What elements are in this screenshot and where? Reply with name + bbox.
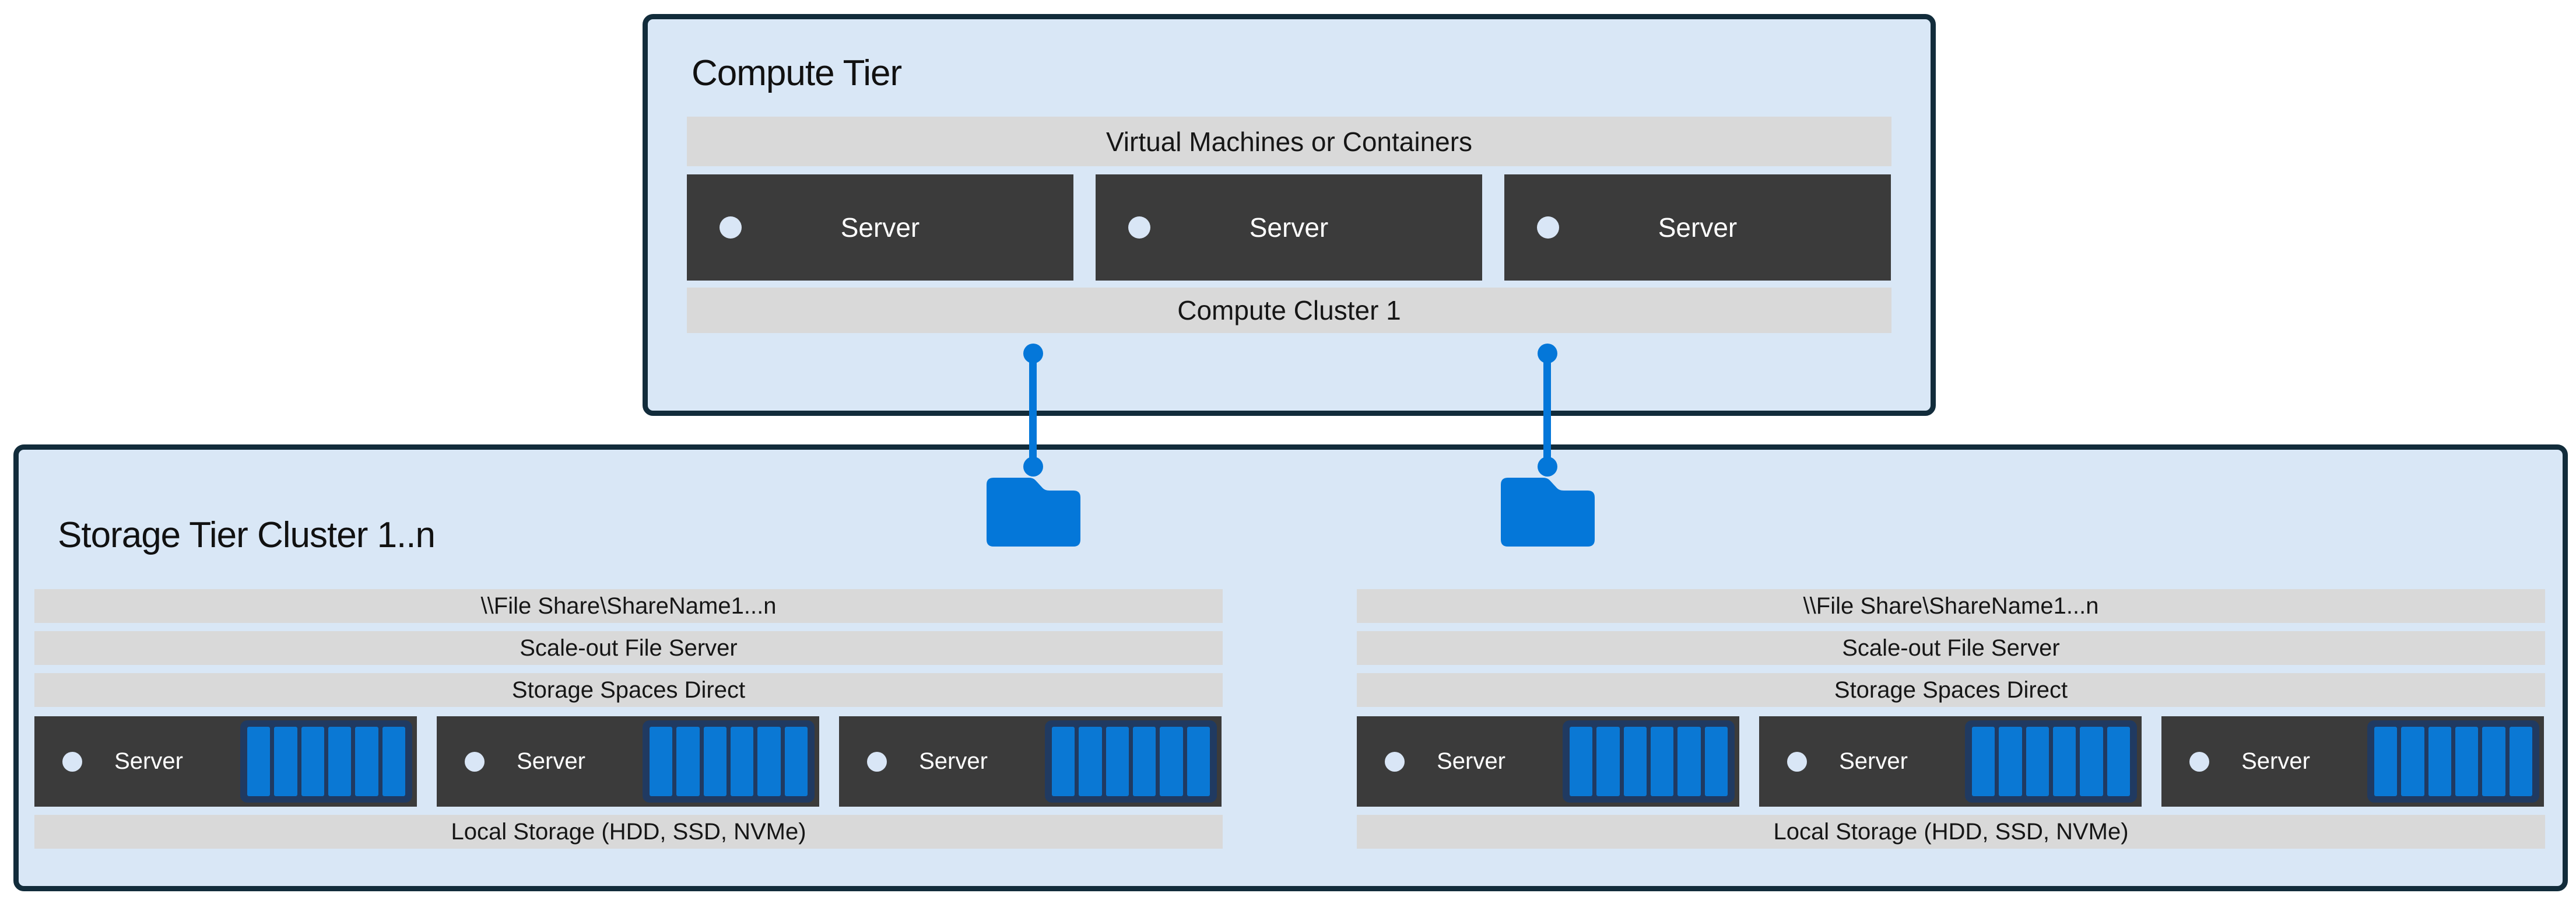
disk-bar <box>650 727 673 796</box>
server-label: Server <box>1658 212 1738 243</box>
storage-spaces-direct-bar: Storage Spaces Direct <box>34 673 1223 707</box>
disk-bar <box>784 727 808 796</box>
server-label: Server <box>840 212 920 243</box>
disk-bar <box>2107 727 2130 796</box>
storage-server-node: Server <box>839 716 1222 807</box>
server-power-led-icon <box>1128 216 1150 239</box>
file-share-bar: \\File Share\ShareName1...n <box>34 589 1223 623</box>
disk-bar <box>2455 727 2479 796</box>
storage-cluster-group: \\File Share\ShareName1...n Scale-out Fi… <box>1357 450 2545 886</box>
local-storage-bar: Local Storage (HDD, SSD, NVMe) <box>34 815 1223 849</box>
disk-bar <box>1132 727 1156 796</box>
disk-bar <box>703 727 727 796</box>
server-power-led-icon <box>1787 751 1807 772</box>
disk-array-icon <box>643 720 815 803</box>
disk-bar <box>2374 727 2398 796</box>
folder-icon <box>987 478 1080 547</box>
file-share-bar: \\File Share\ShareName1...n <box>1357 589 2545 623</box>
disk-bar <box>301 727 324 796</box>
compute-cluster-bar: Compute Cluster 1 <box>687 288 1891 333</box>
server-power-led-icon <box>2189 751 2209 772</box>
disk-bar <box>2401 727 2424 796</box>
compute-tier-title: Compute Tier <box>692 53 902 93</box>
storage-server-node: Server <box>437 716 819 807</box>
scale-out-file-server-bar: Scale-out File Server <box>1357 631 2545 665</box>
disk-bar <box>2080 727 2103 796</box>
storage-tier-title: Storage Tier Cluster 1..n <box>58 515 436 555</box>
storage-cluster-group: \\File Share\ShareName1...n Scale-out Fi… <box>34 450 1223 886</box>
compute-server-node: Server <box>1504 174 1891 281</box>
connector-top-node-icon <box>1023 344 1043 363</box>
storage-server-node: Server <box>2161 716 2544 807</box>
server-power-led-icon <box>62 751 82 772</box>
disk-bar <box>676 727 700 796</box>
storage-tier-box: Storage Tier Cluster 1..n \\File Share\S… <box>13 444 2568 891</box>
disk-bar <box>1105 727 1129 796</box>
disk-bar <box>1704 727 1728 796</box>
compute-server-node: Server <box>1096 174 1482 281</box>
disk-bar <box>757 727 781 796</box>
server-power-led-icon <box>720 216 742 239</box>
disk-bar <box>1079 727 1102 796</box>
server-power-led-icon <box>465 751 485 772</box>
compute-tier-box: Compute Tier Virtual Machines or Contain… <box>643 14 1936 416</box>
disk-bar <box>247 727 271 796</box>
server-label: Server <box>1839 748 1908 774</box>
disk-bar <box>274 727 297 796</box>
server-label: Server <box>1249 212 1329 243</box>
connector-line <box>1029 353 1037 467</box>
storage-server-node: Server <box>1357 716 1739 807</box>
disk-bar <box>382 727 405 796</box>
storage-server-node: Server <box>1759 716 2142 807</box>
disk-bar <box>328 727 352 796</box>
disk-array-icon <box>2367 720 2539 803</box>
disk-bar <box>1052 727 1075 796</box>
server-label: Server <box>517 748 585 774</box>
disk-bar <box>1650 727 1674 796</box>
server-label: Server <box>1437 748 1505 774</box>
server-label: Server <box>2241 748 2310 774</box>
scale-out-file-server-bar: Scale-out File Server <box>34 631 1223 665</box>
disk-bar <box>1160 727 1183 796</box>
vm-layer-bar: Virtual Machines or Containers <box>687 117 1891 166</box>
disk-bar <box>730 727 754 796</box>
server-power-led-icon <box>867 751 887 772</box>
server-label: Server <box>919 748 988 774</box>
disk-bar <box>2026 727 2049 796</box>
disk-array-icon <box>1965 720 2137 803</box>
storage-server-node: Server <box>34 716 417 807</box>
disk-bar <box>2428 727 2451 796</box>
connector-bottom-node-icon <box>1538 457 1557 477</box>
disk-bar <box>1570 727 1593 796</box>
disk-array-icon <box>1045 720 1217 803</box>
folder-icon <box>1501 478 1595 547</box>
compute-server-node: Server <box>687 174 1073 281</box>
disk-bar <box>355 727 378 796</box>
disk-bar <box>1596 727 1620 796</box>
disk-bar <box>2482 727 2505 796</box>
storage-spaces-direct-bar: Storage Spaces Direct <box>1357 673 2545 707</box>
disk-array-icon <box>1563 720 1735 803</box>
server-label: Server <box>114 748 183 774</box>
connector-top-node-icon <box>1538 344 1557 363</box>
disk-bar <box>2052 727 2076 796</box>
server-power-led-icon <box>1537 216 1559 239</box>
disk-bar <box>1623 727 1647 796</box>
disk-bar <box>2509 727 2532 796</box>
disk-bar <box>1187 727 1210 796</box>
connector-line <box>1543 353 1551 467</box>
server-power-led-icon <box>1385 751 1405 772</box>
disk-array-icon <box>240 720 412 803</box>
connector-bottom-node-icon <box>1023 457 1043 477</box>
disk-bar <box>1999 727 2022 796</box>
disk-bar <box>1677 727 1701 796</box>
local-storage-bar: Local Storage (HDD, SSD, NVMe) <box>1357 815 2545 849</box>
disk-bar <box>1972 727 1995 796</box>
